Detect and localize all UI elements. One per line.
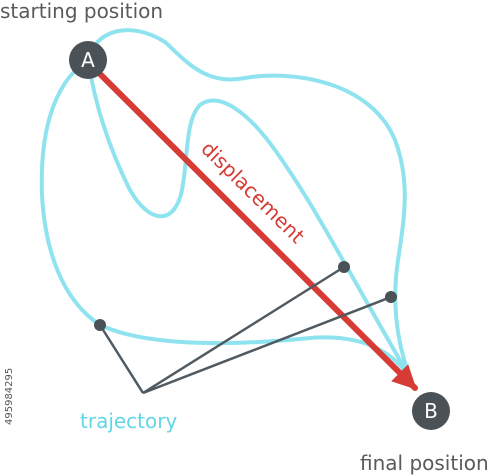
node-b: B <box>412 392 450 430</box>
stock-id-label: 495984295 <box>4 368 15 425</box>
node-a-circle <box>69 41 107 79</box>
trajectory-point-right <box>385 291 397 303</box>
trajectory-inner-loop <box>86 59 412 379</box>
pointer-line-right <box>142 295 392 395</box>
trajectory-point-left <box>94 319 106 331</box>
node-b-circle <box>412 392 450 430</box>
starting-position-label: starting position <box>0 0 163 23</box>
trajectory-path <box>39 28 412 380</box>
node-a-label: A <box>81 48 95 72</box>
displacement-label: displacement <box>196 136 309 248</box>
node-b-label: B <box>424 399 438 423</box>
pointer-line-middle <box>142 265 345 395</box>
final-position-label: final position <box>360 451 489 475</box>
pointer-line-left <box>98 324 145 394</box>
trajectory-point-middle <box>338 261 350 273</box>
node-a: A <box>69 41 107 79</box>
trajectory-label: trajectory <box>80 409 177 433</box>
displacement-arrow <box>85 59 418 391</box>
trajectory-pointers <box>98 265 392 395</box>
